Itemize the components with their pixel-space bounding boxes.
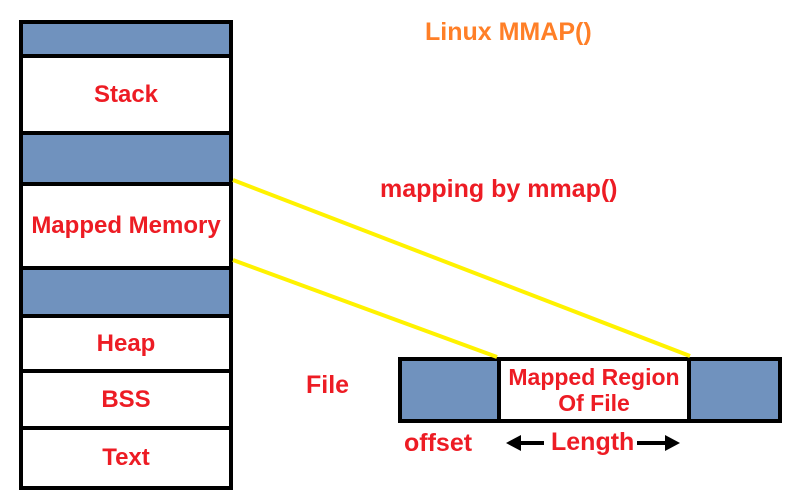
memory-segment-top-blue — [23, 24, 229, 54]
bss-label: BSS — [101, 385, 151, 413]
text-label: Text — [102, 444, 150, 471]
file-segment-mapped-region: Mapped Region Of File — [497, 361, 691, 419]
memory-segment-stack: Stack — [23, 54, 229, 131]
memory-segment-text: Text — [23, 426, 229, 486]
memory-segment-blue-above-mapped — [23, 131, 229, 182]
diagram-title: Linux MMAP() — [425, 18, 592, 46]
memory-segment-bss: BSS — [23, 369, 229, 426]
length-label: Length — [551, 428, 635, 456]
memory-segment-mapped-memory: Mapped Memory — [23, 182, 229, 266]
file-segment-trailing-region — [691, 361, 778, 419]
mapping-by-mmap-label: mapping by mmap() — [380, 175, 618, 203]
heap-label: Heap — [96, 329, 156, 357]
mapped-memory-label: Mapped Memory — [31, 212, 221, 239]
length-left-arrow-icon — [506, 435, 544, 451]
file-label: File — [306, 371, 350, 399]
memory-segment-blue-below-mapped — [23, 266, 229, 314]
file-segment-offset-region — [402, 361, 497, 419]
process-memory-column: Stack Mapped Memory Heap BSS Text — [19, 20, 233, 490]
memory-segment-heap: Heap — [23, 314, 229, 369]
length-right-arrow-icon — [637, 435, 680, 451]
mapping-line-upper — [232, 178, 691, 358]
mapping-line-lower — [232, 258, 498, 359]
mapped-region-label-line1: Mapped Region — [508, 363, 680, 390]
offset-label: offset — [404, 429, 473, 457]
file-bar: Mapped Region Of File — [398, 357, 782, 423]
stack-label: Stack — [93, 80, 159, 108]
mapped-region-label-line2: Of File — [558, 390, 630, 416]
